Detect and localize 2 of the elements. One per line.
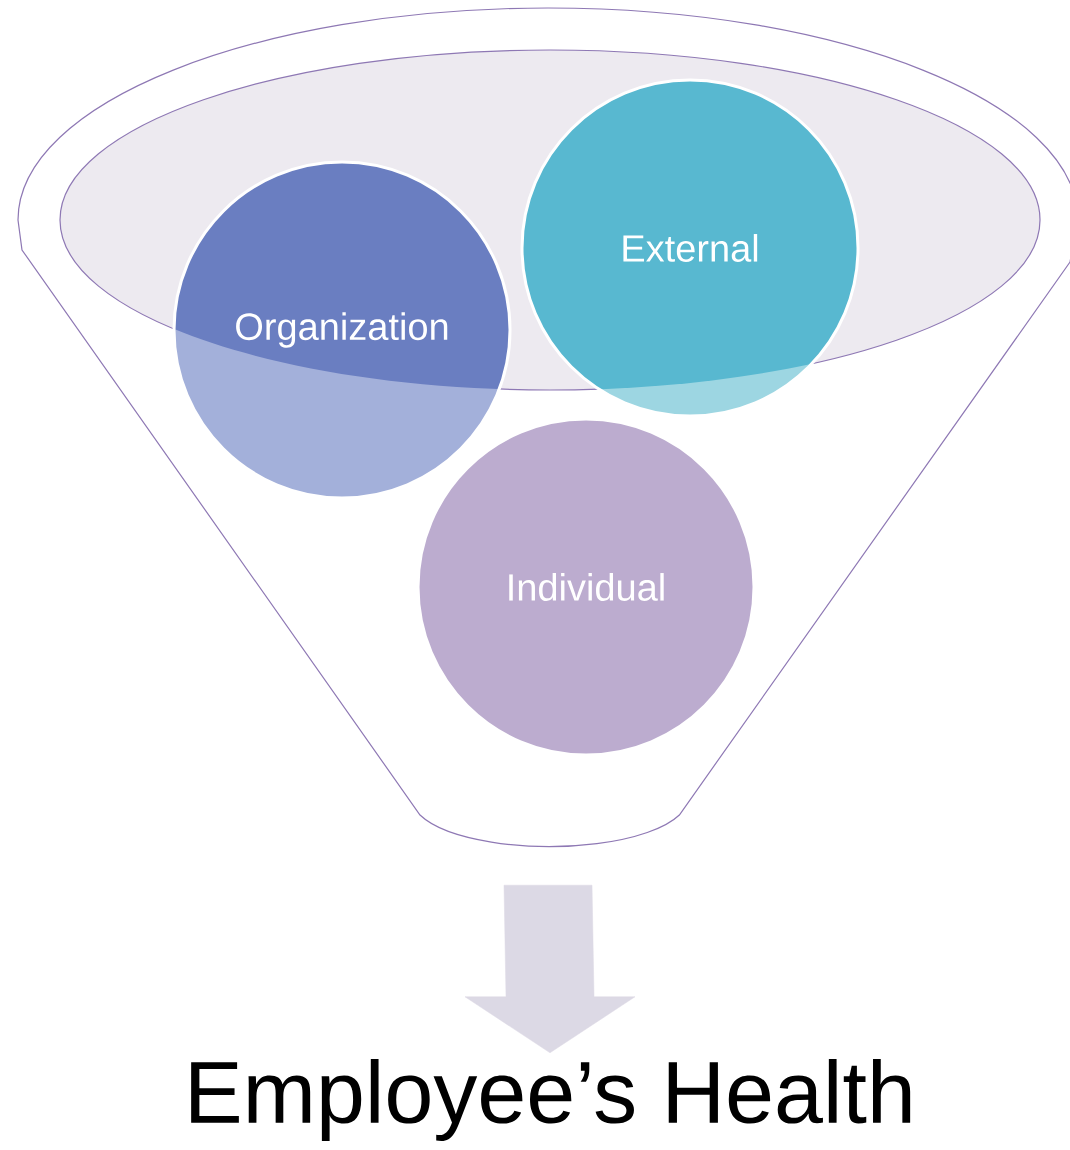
heading-text: Employee’s Health bbox=[191, 1059, 911, 1141]
block-arrow bbox=[464, 884, 636, 1054]
